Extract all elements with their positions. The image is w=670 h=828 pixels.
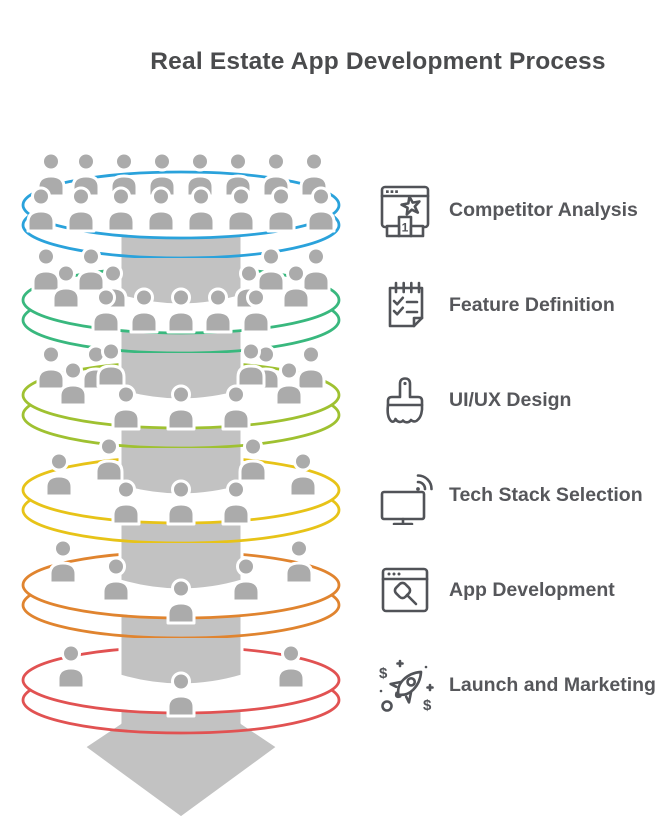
- person-icon: [31, 246, 61, 293]
- person-icon: [256, 246, 286, 293]
- step-label: App Development: [449, 578, 615, 601]
- person-icon: [296, 344, 326, 391]
- step-label: Tech Stack Selection: [449, 483, 643, 506]
- step-row-competitor-analysis: 1 Competitor Analysis: [375, 180, 665, 240]
- person-icon: [301, 246, 331, 293]
- process-steps-list: 1 Competitor Analysis Feature Definition…: [375, 180, 665, 750]
- dollar-glyph: $: [423, 697, 432, 714]
- podium-rank-1: 1: [402, 221, 409, 235]
- competitor-analysis-icon: 1: [380, 185, 430, 238]
- step-label: Competitor Analysis: [449, 198, 638, 221]
- step-label: Feature Definition: [449, 293, 615, 316]
- funnel-ring-3: [21, 341, 341, 450]
- dollar-glyph: $: [379, 665, 388, 682]
- step-label: UI/UX Design: [449, 388, 572, 411]
- funnel-ring-4: [21, 436, 341, 545]
- person-icon: [36, 344, 66, 391]
- person-icon: [76, 246, 106, 293]
- funnel-ring-2: [21, 246, 341, 355]
- funnel-ring-5: [21, 538, 341, 640]
- app-development-icon: [381, 567, 429, 613]
- step-label: Launch and Marketing: [449, 673, 656, 696]
- page-title: Real Estate App Development Process: [150, 48, 606, 75]
- step-row-app-development: App Development: [375, 560, 665, 620]
- funnel-diagram: [21, 151, 341, 820]
- feature-definition-icon: [388, 281, 424, 328]
- step-row-tech-stack-selection: Tech Stack Selection: [375, 465, 665, 525]
- step-row-uiux-design: UI/UX Design: [375, 370, 665, 430]
- tech-stack-icon: [380, 474, 433, 525]
- funnel-ring-6: [21, 638, 341, 735]
- launch-marketing-icon: $ $: [379, 659, 434, 714]
- step-row-launch-and-marketing: $ $ Launch and Marketing: [375, 655, 665, 715]
- uiux-design-icon: [386, 377, 424, 424]
- step-row-feature-definition: Feature Definition: [375, 275, 665, 335]
